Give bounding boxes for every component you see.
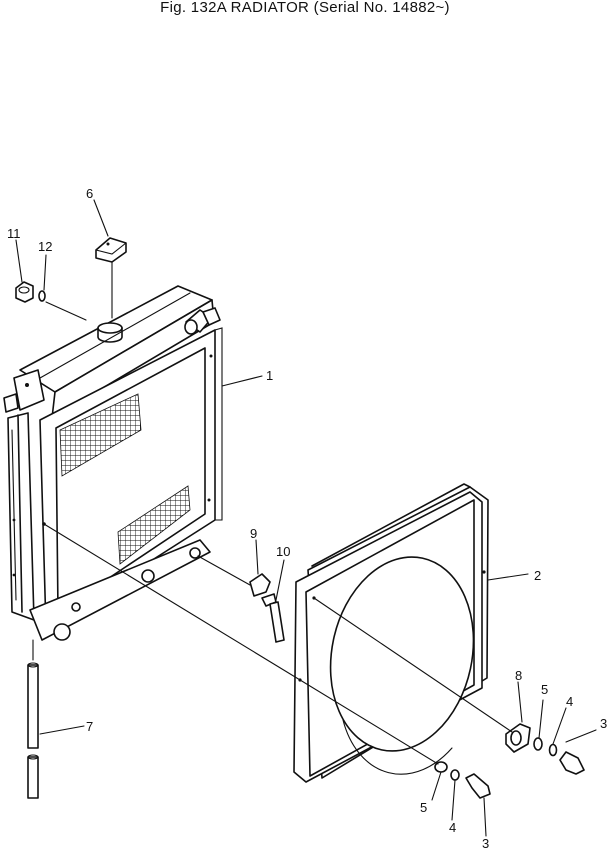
o-ring xyxy=(38,290,87,321)
label-part-11: 11 xyxy=(7,226,21,241)
label-part-4-bottom: 4 xyxy=(449,820,456,835)
spring-washer-right xyxy=(548,743,558,757)
bolt-right xyxy=(559,751,585,775)
leader-lines xyxy=(15,199,597,837)
label-part-5-right: 5 xyxy=(541,682,548,697)
radiator-cap xyxy=(95,237,127,319)
radiator xyxy=(3,285,223,641)
bolt-bottom xyxy=(465,773,491,799)
plug xyxy=(15,281,34,303)
label-part-3-bottom: 3 xyxy=(482,836,489,849)
label-part-5-bottom: 5 xyxy=(420,800,427,815)
spring-washer-bottom xyxy=(450,769,460,781)
label-part-9: 9 xyxy=(250,526,257,541)
drain-hose xyxy=(269,601,285,643)
hose xyxy=(27,639,39,799)
label-part-7: 7 xyxy=(86,719,93,734)
label-part-1: 1 xyxy=(266,368,273,383)
drain-cock xyxy=(197,555,277,607)
label-part-2: 2 xyxy=(534,568,541,583)
label-part-10: 10 xyxy=(276,544,290,559)
fan-shroud xyxy=(293,483,489,783)
label-part-12: 12 xyxy=(38,239,52,254)
label-part-8: 8 xyxy=(515,668,522,683)
figure-title: Fig. 132A RADIATOR (Serial No. 14882~) xyxy=(160,0,450,16)
clip xyxy=(505,723,531,753)
label-part-4-right: 4 xyxy=(566,694,573,709)
label-part-6: 6 xyxy=(86,186,93,201)
label-part-3-right: 3 xyxy=(600,716,607,731)
washer-right xyxy=(533,737,543,751)
assembly-lines xyxy=(43,523,513,765)
